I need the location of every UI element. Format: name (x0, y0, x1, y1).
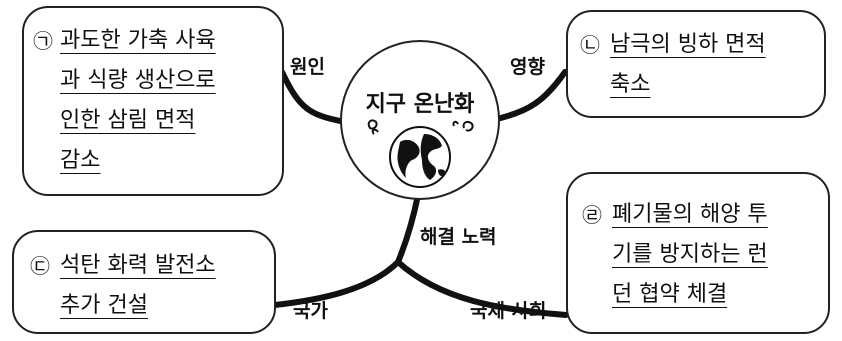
nation-box (12, 230, 276, 334)
cause-line-3: 인한 삼림 면적 (60, 108, 196, 133)
cause-line-1: 과도한 가축 사육 (60, 28, 216, 53)
cause-box (22, 6, 284, 196)
international-line-1: 폐기물의 해양 투 (612, 202, 768, 227)
branch-label-solution: 해결 노력 (420, 226, 497, 248)
nation-marker: ㉢ (30, 254, 50, 278)
branch-line-international (395, 259, 569, 318)
cause-line-4: 감소 (60, 148, 101, 173)
international-line-2: 기를 방지하는 런 (612, 242, 768, 267)
international-marker: ㉣ (582, 203, 602, 227)
cause-marker: ㉠ (33, 29, 53, 53)
branch-label-international: 국제 사회 (470, 300, 547, 322)
branch-label-nation: 국가 (293, 300, 328, 322)
branch-line-effect (489, 69, 568, 123)
branch-line-cause (279, 69, 348, 125)
international-line-3: 던 협약 체결 (612, 282, 728, 307)
center-title: 지구 온난화 (365, 92, 475, 117)
branch-line-nation (272, 259, 401, 308)
branch-line-solution (395, 192, 421, 265)
effect-box (566, 10, 826, 118)
branch-label-effect: 영향 (510, 56, 545, 78)
globe-icon (389, 126, 451, 188)
branch-label-cause: 원인 (290, 56, 325, 78)
effect-line-1: 남극의 빙하 면적 (610, 32, 766, 57)
effect-line-2: 축소 (610, 72, 651, 97)
cause-line-2: 과 식량 생산으로 (60, 68, 216, 93)
nation-line-1: 석탄 화력 발전소 (60, 253, 216, 278)
international-box (566, 172, 830, 334)
center-node: 지구 온난화 (340, 40, 500, 200)
effect-marker: ㉡ (580, 33, 600, 57)
sweat-drop-icon (367, 119, 474, 135)
nation-line-2: 추가 건설 (60, 293, 148, 318)
